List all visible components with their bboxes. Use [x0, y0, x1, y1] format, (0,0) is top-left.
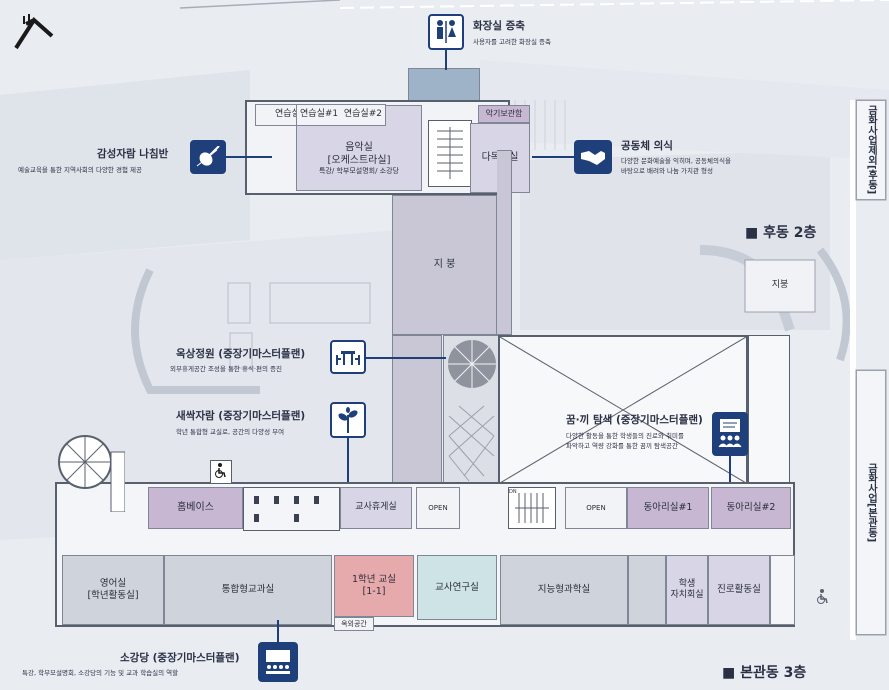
sprout-icon	[330, 402, 366, 438]
auditorium-desc: 특강, 학부모설명회, 소강당의 기능 및 교과 학습실의 역할	[22, 669, 179, 677]
practice2-label: 연습실#2	[343, 109, 382, 120]
sprout-title: 새싹자람 (중장기마스터플랜)	[176, 410, 306, 422]
community-title: 공동체 의식	[621, 140, 673, 152]
restrooms-main	[243, 487, 340, 531]
rooftop-garden-leader	[366, 357, 446, 359]
dream-title: 꿈·끼 탐색 (중장기마스터플랜)	[566, 414, 703, 426]
club-room-2: 동아리실#2	[711, 487, 791, 529]
side-room	[628, 555, 666, 625]
stair-dn-label: DN	[509, 489, 517, 495]
rooftop-garden-title: 옥상정원 (중장기마스터플랜)	[176, 348, 306, 360]
handshake-icon	[574, 140, 612, 174]
rooftop-garden-area	[443, 335, 500, 487]
english-room: 영어실 [학년활동실]	[62, 555, 164, 625]
music-room-sub: 특강/ 학부모설명회/ 소강당	[318, 167, 399, 176]
violin-icon	[190, 140, 226, 174]
auditorium-title: 소강당 (중장기마스터플랜)	[120, 652, 240, 664]
bench-table-icon	[330, 340, 366, 374]
teacher-lounge: 교사휴게실	[340, 487, 412, 529]
homebase: 홈베이스	[148, 487, 243, 529]
club-room-1: 동아리실#1	[627, 487, 709, 529]
restroom-extension	[408, 68, 480, 105]
instrument-storage: 악기보관함	[478, 105, 530, 123]
integrated-classroom: 통합형교과실	[164, 555, 332, 625]
spiral-stair	[55, 412, 126, 513]
community-desc-1: 다양한 문화예술을 익히며, 공동체의식을	[621, 157, 731, 165]
side-label-rear: 금화사업제외[후동]	[856, 100, 886, 200]
emotion-title: 감성자람 나침반	[97, 148, 169, 160]
restroom-icon	[428, 14, 464, 50]
career-annex	[770, 555, 795, 625]
rear-stair	[428, 120, 472, 187]
auditorium-leader	[277, 620, 279, 644]
outdoor-space: 옥외공간	[334, 617, 374, 631]
open-area-2: OPEN	[565, 487, 627, 529]
dream-leader	[729, 456, 731, 492]
rear-floor-label: ■ 후동 2층	[745, 225, 817, 241]
emotion-leader	[226, 156, 272, 158]
emotion-desc: 예술교육을 통한 지역사회의 다양한 경험 제공	[18, 166, 142, 174]
main-stair	[508, 487, 556, 529]
main-floor-label: ■ 본관동 3층	[722, 665, 807, 681]
career-activity-room: 진로활동실	[708, 555, 770, 625]
community-desc-2: 바탕으로 배려와 나눔 가치관 형성	[621, 167, 713, 175]
smart-science-room: 지능형과학실	[500, 555, 628, 625]
practice-rooms-strip: 연습실#1 연습실#2	[296, 104, 386, 126]
sprout-desc: 학년 통합형 교실로, 공간의 다양성 부여	[176, 428, 285, 436]
practice1-label: 연습실#1	[300, 109, 339, 120]
north-arrow-icon	[12, 12, 60, 52]
wheelchair-icon	[813, 588, 831, 606]
auditorium-icon	[258, 642, 298, 682]
dream-desc-2: 파악하고 역량 강화를 통한 꿈끼 탐색공간	[566, 442, 678, 450]
restroom-title: 화장실 증축	[473, 20, 525, 32]
teacher-research-room: 교사연구실	[417, 555, 497, 620]
community-leader	[532, 156, 574, 158]
roof-edge	[497, 150, 512, 335]
open-area-1: OPEN	[416, 487, 460, 529]
dream-exploration-space	[498, 335, 748, 485]
roof-corridor	[392, 335, 442, 490]
roof-main: 지 붕	[392, 195, 497, 335]
student-council-room: 학생 자치회실	[666, 555, 708, 625]
dream-annex	[748, 335, 790, 485]
roof-side: 지붕	[771, 280, 789, 291]
rooftop-garden-desc: 외부휴게공간 조성을 통한 휴식·편의 증진	[170, 365, 282, 373]
presentation-icon	[712, 412, 748, 456]
dream-desc-1: 다양한 활동을 통한 학생들의 진로와 취미를	[566, 432, 684, 440]
side-label-main: 금화사업[본관동]	[856, 370, 886, 635]
restroom-leader	[445, 50, 447, 70]
grade1-classroom: 1학년 교실 [1-1]	[334, 555, 414, 617]
elevator-accessible-icon	[210, 460, 232, 484]
restroom-desc: 사용자를 고려한 화장실 증축	[473, 38, 551, 46]
music-room-label: 음악실 [오케스트라실]	[327, 142, 391, 166]
